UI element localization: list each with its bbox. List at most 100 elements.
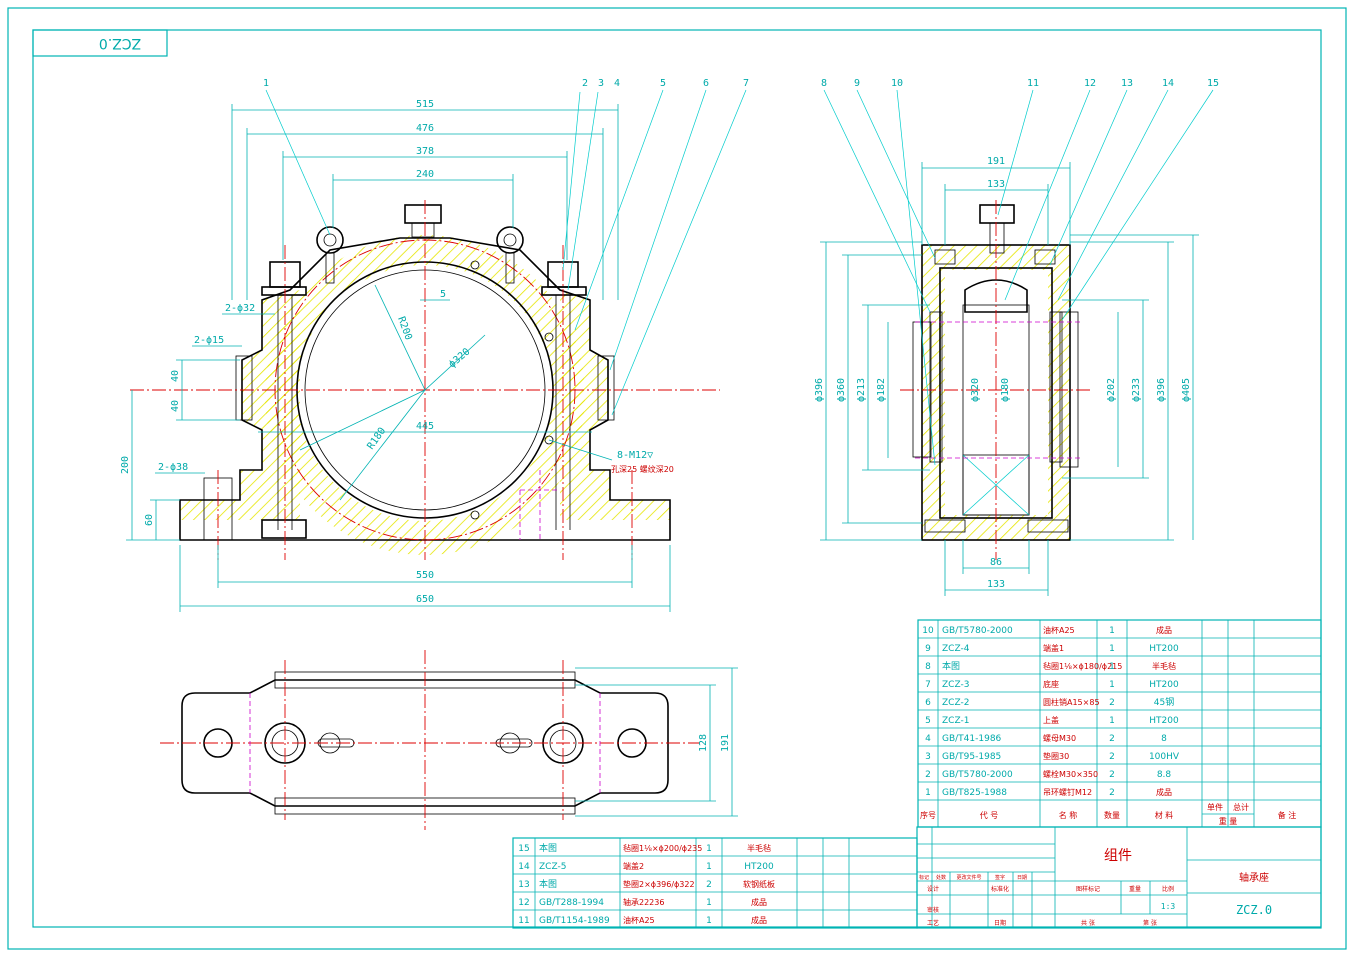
balloon-12: 12 [1084, 78, 1096, 89]
bom-row-material: HT200 [1149, 716, 1179, 726]
bom-row-material: HT200 [1149, 680, 1179, 690]
dim-phi320-s: ϕ320 [970, 378, 981, 402]
bom-row-qty: 1 [706, 916, 712, 926]
bom-row-qty: 2 [1109, 698, 1115, 708]
bom-row-code: ZCZ-2 [942, 698, 969, 708]
balloon-11: 11 [1027, 78, 1039, 89]
dim-40a: 40 [170, 370, 181, 382]
bom-row-code: GB/T5780-2000 [942, 626, 1013, 636]
code-box [32, 29, 168, 57]
side-view [900, 200, 1090, 560]
front-balloons: 1 2 3 4 5 6 7 [263, 78, 749, 416]
dim-378: 378 [416, 146, 434, 157]
dim-240: 240 [416, 169, 434, 180]
bom-row-material: HT200 [744, 862, 774, 872]
title-assembly: 组件 [1104, 848, 1132, 864]
dim-515: 515 [416, 99, 434, 110]
bom-row-qty: 2 [1109, 752, 1115, 762]
dim-phi396-r: ϕ396 [1156, 378, 1167, 402]
balloon-3: 3 [598, 78, 604, 89]
bom-row-name: 螺栓M30×350 [1043, 769, 1098, 779]
tb-label-standard: 标准化 [991, 885, 1009, 893]
bom-row-qty: 1 [706, 862, 712, 872]
bom-row-code: GB/T41-1986 [942, 734, 1002, 744]
bom-row-no: 12 [518, 898, 529, 908]
dim-phi405: ϕ405 [1181, 378, 1192, 402]
bom-row-qty: 1 [1109, 716, 1115, 726]
note-8-m12: 8-M12▽ [617, 450, 653, 461]
side-dimensions: 191 133 86 133 ϕ396 ϕ360 ϕ213 ϕ182 ϕ320 … [814, 156, 1199, 596]
balloon-15: 15 [1207, 78, 1219, 89]
tb-label-process: 工艺 [927, 919, 939, 927]
bom-row-material: 8 [1161, 734, 1167, 744]
bom-row-no: 4 [925, 734, 931, 744]
front-dimensions: 515 476 378 240 5 R200 ϕ320 R180 445 550… [120, 99, 674, 612]
side-balloons: 8 9 10 11 12 13 14 15 [821, 78, 1219, 466]
bom-row-no: 3 [925, 752, 931, 762]
bom-row-code: GB/T288-1994 [539, 898, 604, 908]
bom-row-code: GB/T5780-2000 [942, 770, 1013, 780]
bom-row-qty: 2 [706, 880, 712, 890]
bom-row-name: 上盖 [1043, 715, 1059, 725]
bom-row-material: 成品 [1156, 625, 1172, 635]
title-part-name: 轴承座 [1239, 871, 1269, 884]
bom-row-name: 毡圈1⅛×ϕ200/ϕ235 [623, 843, 702, 853]
bom-row-qty: 2 [1109, 770, 1115, 780]
tb-label-design: 设计 [927, 885, 939, 893]
dim-phi360: ϕ360 [836, 378, 847, 402]
dim-r180: R180 [365, 426, 388, 452]
dim-phi396-l: ϕ396 [814, 378, 825, 402]
dim-5: 5 [440, 289, 446, 300]
dim-r200: R200 [395, 315, 414, 341]
bom-row-qty: 1 [706, 898, 712, 908]
bom-row-material: HT200 [1149, 644, 1179, 654]
dim-2-phi38: 2-ϕ38 [158, 462, 188, 473]
bom-row-material: 8.8 [1157, 770, 1172, 780]
top-view [160, 650, 700, 830]
title-scale: 1:3 [1161, 902, 1176, 911]
tb-label-mark: 标记 [919, 874, 929, 881]
bom-row-material: 半毛毡 [1152, 661, 1176, 671]
note-m12-depth: 孔深25 螺纹深20 [611, 464, 674, 474]
bom-row-code: GB/T95-1985 [942, 752, 1001, 762]
balloon-9: 9 [854, 78, 860, 89]
dim-476: 476 [416, 123, 434, 134]
balloon-4: 4 [614, 78, 620, 89]
bom-row-material: 软钢纸板 [743, 879, 775, 889]
bom-row-code: GB/T1154-1989 [539, 916, 610, 926]
dim-191-top: 191 [720, 734, 731, 752]
balloon-1: 1 [263, 78, 269, 89]
bom-row-code: 本图 [539, 878, 557, 890]
bom-hdr-mat: 材 料 [1155, 810, 1174, 820]
bom-row-name: 油杯A25 [1043, 625, 1075, 635]
balloon-10: 10 [891, 78, 903, 89]
dim-191: 191 [987, 156, 1005, 167]
tb-label-date2: 日期 [994, 919, 1006, 927]
bom-row-code: GB/T825-1988 [942, 788, 1007, 798]
dim-40b: 40 [170, 400, 181, 412]
tb-label-date: 日期 [1017, 875, 1027, 881]
balloon-14: 14 [1162, 78, 1174, 89]
bom-row-name: 吊环螺钉M12 [1043, 787, 1092, 797]
dim-133b: 133 [987, 579, 1005, 590]
balloon-7: 7 [743, 78, 749, 89]
dim-phi182: ϕ182 [876, 378, 887, 402]
dim-phi213: ϕ213 [856, 378, 867, 402]
balloon-8: 8 [821, 78, 827, 89]
bom-row-code: 本图 [539, 842, 557, 854]
bom-row-material: 成品 [751, 915, 767, 925]
bom-hdr-code: 代 号 [980, 810, 999, 820]
bom-row-no: 9 [925, 644, 931, 654]
bom-row-no: 13 [518, 880, 529, 890]
bom-row-name: 毡圈1⅛×ϕ180/ϕ215 [1043, 661, 1122, 671]
bom-row-qty: 1 [1109, 662, 1115, 672]
top-dimensions: 128 191 [575, 667, 738, 817]
bom-row-name: 螺母M30 [1043, 733, 1076, 743]
bom-row-no: 10 [922, 626, 934, 636]
dim-phi202: ϕ202 [1106, 378, 1117, 402]
tb-label-weight: 重量 [1129, 885, 1141, 893]
title-drawing-no: ZCZ.0 [1236, 903, 1272, 917]
